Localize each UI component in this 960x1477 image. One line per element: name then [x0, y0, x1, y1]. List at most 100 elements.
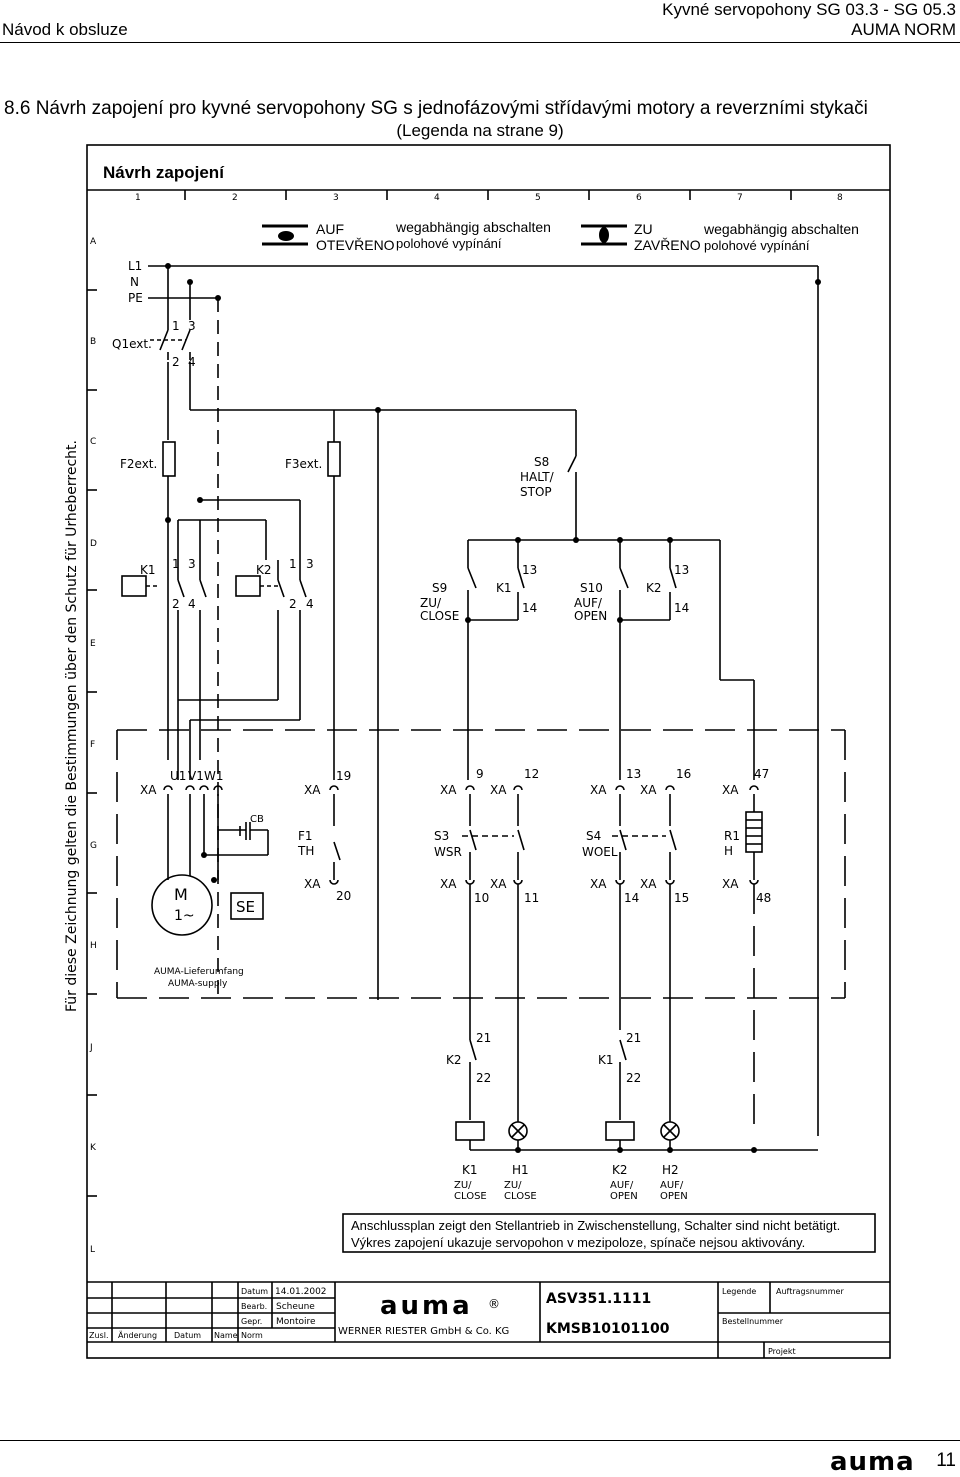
legend-open-de: AUF — [316, 221, 344, 237]
tb-anderung: Änderung — [118, 1330, 157, 1340]
terminal-19: 19 — [336, 769, 351, 783]
contact-3: 3 — [306, 557, 314, 571]
h2-note-line1: AUF/ — [660, 1180, 684, 1191]
legend-close-cz: ZAVŘENO — [634, 237, 701, 253]
tb-company: WERNER RIESTER GmbH & Co. KG — [338, 1326, 509, 1337]
label-k2: K2 — [612, 1163, 628, 1177]
contact-1: 1 — [172, 319, 180, 333]
label-s9-line2: CLOSE — [420, 609, 459, 623]
legend-close-de: ZU — [634, 221, 653, 237]
tb-datum: Datum — [174, 1331, 201, 1340]
label-xa: XA — [304, 877, 321, 891]
drawing-title: Návrh zapojení — [103, 163, 225, 182]
tb-drawing-no: ASV351.1111 — [546, 1291, 651, 1307]
col-label: 2 — [232, 193, 238, 203]
row-label: J — [89, 1043, 93, 1053]
label-k1: K1 — [462, 1163, 478, 1177]
contact-21: 21 — [626, 1031, 641, 1045]
label-k2: K2 — [256, 563, 272, 577]
footer-logo: auma — [830, 1447, 915, 1477]
tb-gepr-label: Gepr. — [241, 1317, 262, 1326]
footer-rule — [0, 1440, 960, 1441]
contact-3: 3 — [188, 557, 196, 571]
tb-projekt: Projekt — [768, 1347, 796, 1356]
col-label: 8 — [837, 193, 843, 203]
registered-mark: ® — [488, 1297, 500, 1311]
h1-note-line1: ZU/ — [504, 1180, 522, 1191]
label-s3: S3 — [434, 829, 449, 843]
tb-datum-value: 14.01.2002 — [275, 1287, 327, 1297]
tb-legende: Legende — [722, 1287, 756, 1296]
contact-3: 3 — [188, 319, 196, 333]
contact-13: 13 — [674, 563, 689, 577]
contact-4: 4 — [306, 597, 314, 611]
legend-open-note-de: wegabhängig abschalten — [395, 219, 551, 235]
row-label: E — [90, 639, 96, 649]
tb-bestellnummer: Bestellnummer — [722, 1317, 784, 1326]
terminal-20: 20 — [336, 889, 351, 903]
contact-2: 2 — [172, 355, 180, 369]
label-h: H — [724, 844, 733, 858]
contact-2: 2 — [289, 597, 297, 611]
row-label: K — [90, 1143, 97, 1153]
terminal-13: 13 — [626, 767, 641, 781]
label-pe: PE — [128, 291, 143, 305]
label-s8-line1: HALT/ — [520, 470, 555, 484]
terminal-9: 9 — [476, 767, 484, 781]
terminal-47: 47 — [754, 767, 769, 781]
tb-name: Name — [214, 1331, 238, 1340]
label-xa: XA — [640, 783, 657, 797]
label-s10: S10 — [580, 581, 603, 595]
label-xa: XA — [490, 877, 507, 891]
supply-scope-de: AUMA-Lieferumfang — [154, 967, 244, 977]
contact-1: 1 — [172, 557, 180, 571]
motor-m: M — [174, 885, 188, 904]
label-xa: XA — [590, 877, 607, 891]
tb-code: KMSB10101100 — [546, 1321, 670, 1337]
terminal-48: 48 — [756, 891, 771, 905]
label-s9-line1: ZU/ — [420, 596, 442, 610]
col-label: 5 — [535, 193, 541, 203]
contact-13: 13 — [522, 563, 537, 577]
row-label: A — [90, 237, 97, 247]
label-xa: XA — [304, 783, 321, 797]
k1-note-line2: CLOSE — [454, 1191, 487, 1202]
terminal-v1: V1 — [188, 769, 204, 783]
label-woel: WOEL — [582, 845, 618, 859]
terminal-12: 12 — [524, 767, 539, 781]
label-th: TH — [297, 844, 314, 858]
tb-datum-label: Datum — [241, 1287, 268, 1296]
col-label: 4 — [434, 193, 440, 203]
legend-open-cz: OTEVŘENO — [316, 237, 395, 253]
terminal-u1: U1 — [170, 769, 186, 783]
col-label: 3 — [333, 193, 339, 203]
label-h1: H1 — [512, 1163, 529, 1177]
auma-logo: auma — [380, 1291, 473, 1321]
row-label: G — [90, 841, 97, 851]
label-xa: XA — [590, 783, 607, 797]
label-r1: R1 — [724, 829, 740, 843]
label-k1: K1 — [496, 581, 512, 595]
contact-1: 1 — [289, 557, 297, 571]
label-xa: XA — [722, 877, 739, 891]
header-norm: AUMA NORM — [851, 20, 956, 39]
k2-note-line1: AUF/ — [610, 1180, 634, 1191]
tb-auftragsnummer: Auftragsnummer — [776, 1287, 844, 1296]
label-xa: XA — [440, 877, 457, 891]
label-s10-line1: AUF/ — [574, 596, 603, 610]
label-q1: Q1ext. — [112, 337, 152, 351]
terminal-14: 14 — [624, 891, 639, 905]
terminal-w1: W1 — [204, 769, 224, 783]
label-xa: XA — [722, 783, 739, 797]
legend-close-note-de: wegabhängig abschalten — [703, 221, 859, 237]
row-label: B — [90, 337, 96, 347]
header-product: Kyvné servopohony SG 03.3 - SG 05.3 — [662, 0, 956, 19]
section-title: 8.6 Návrh zapojení pro kyvné servopohony… — [4, 98, 868, 119]
tb-bearb-label: Bearb. — [241, 1302, 267, 1311]
contact-4: 4 — [188, 597, 196, 611]
note-de: Anschlussplan zeigt den Stellantrieb in … — [351, 1218, 840, 1233]
label-k2: K2 — [446, 1053, 462, 1067]
row-label: H — [90, 941, 97, 951]
tb-gepr-value: Montoire — [276, 1317, 316, 1327]
